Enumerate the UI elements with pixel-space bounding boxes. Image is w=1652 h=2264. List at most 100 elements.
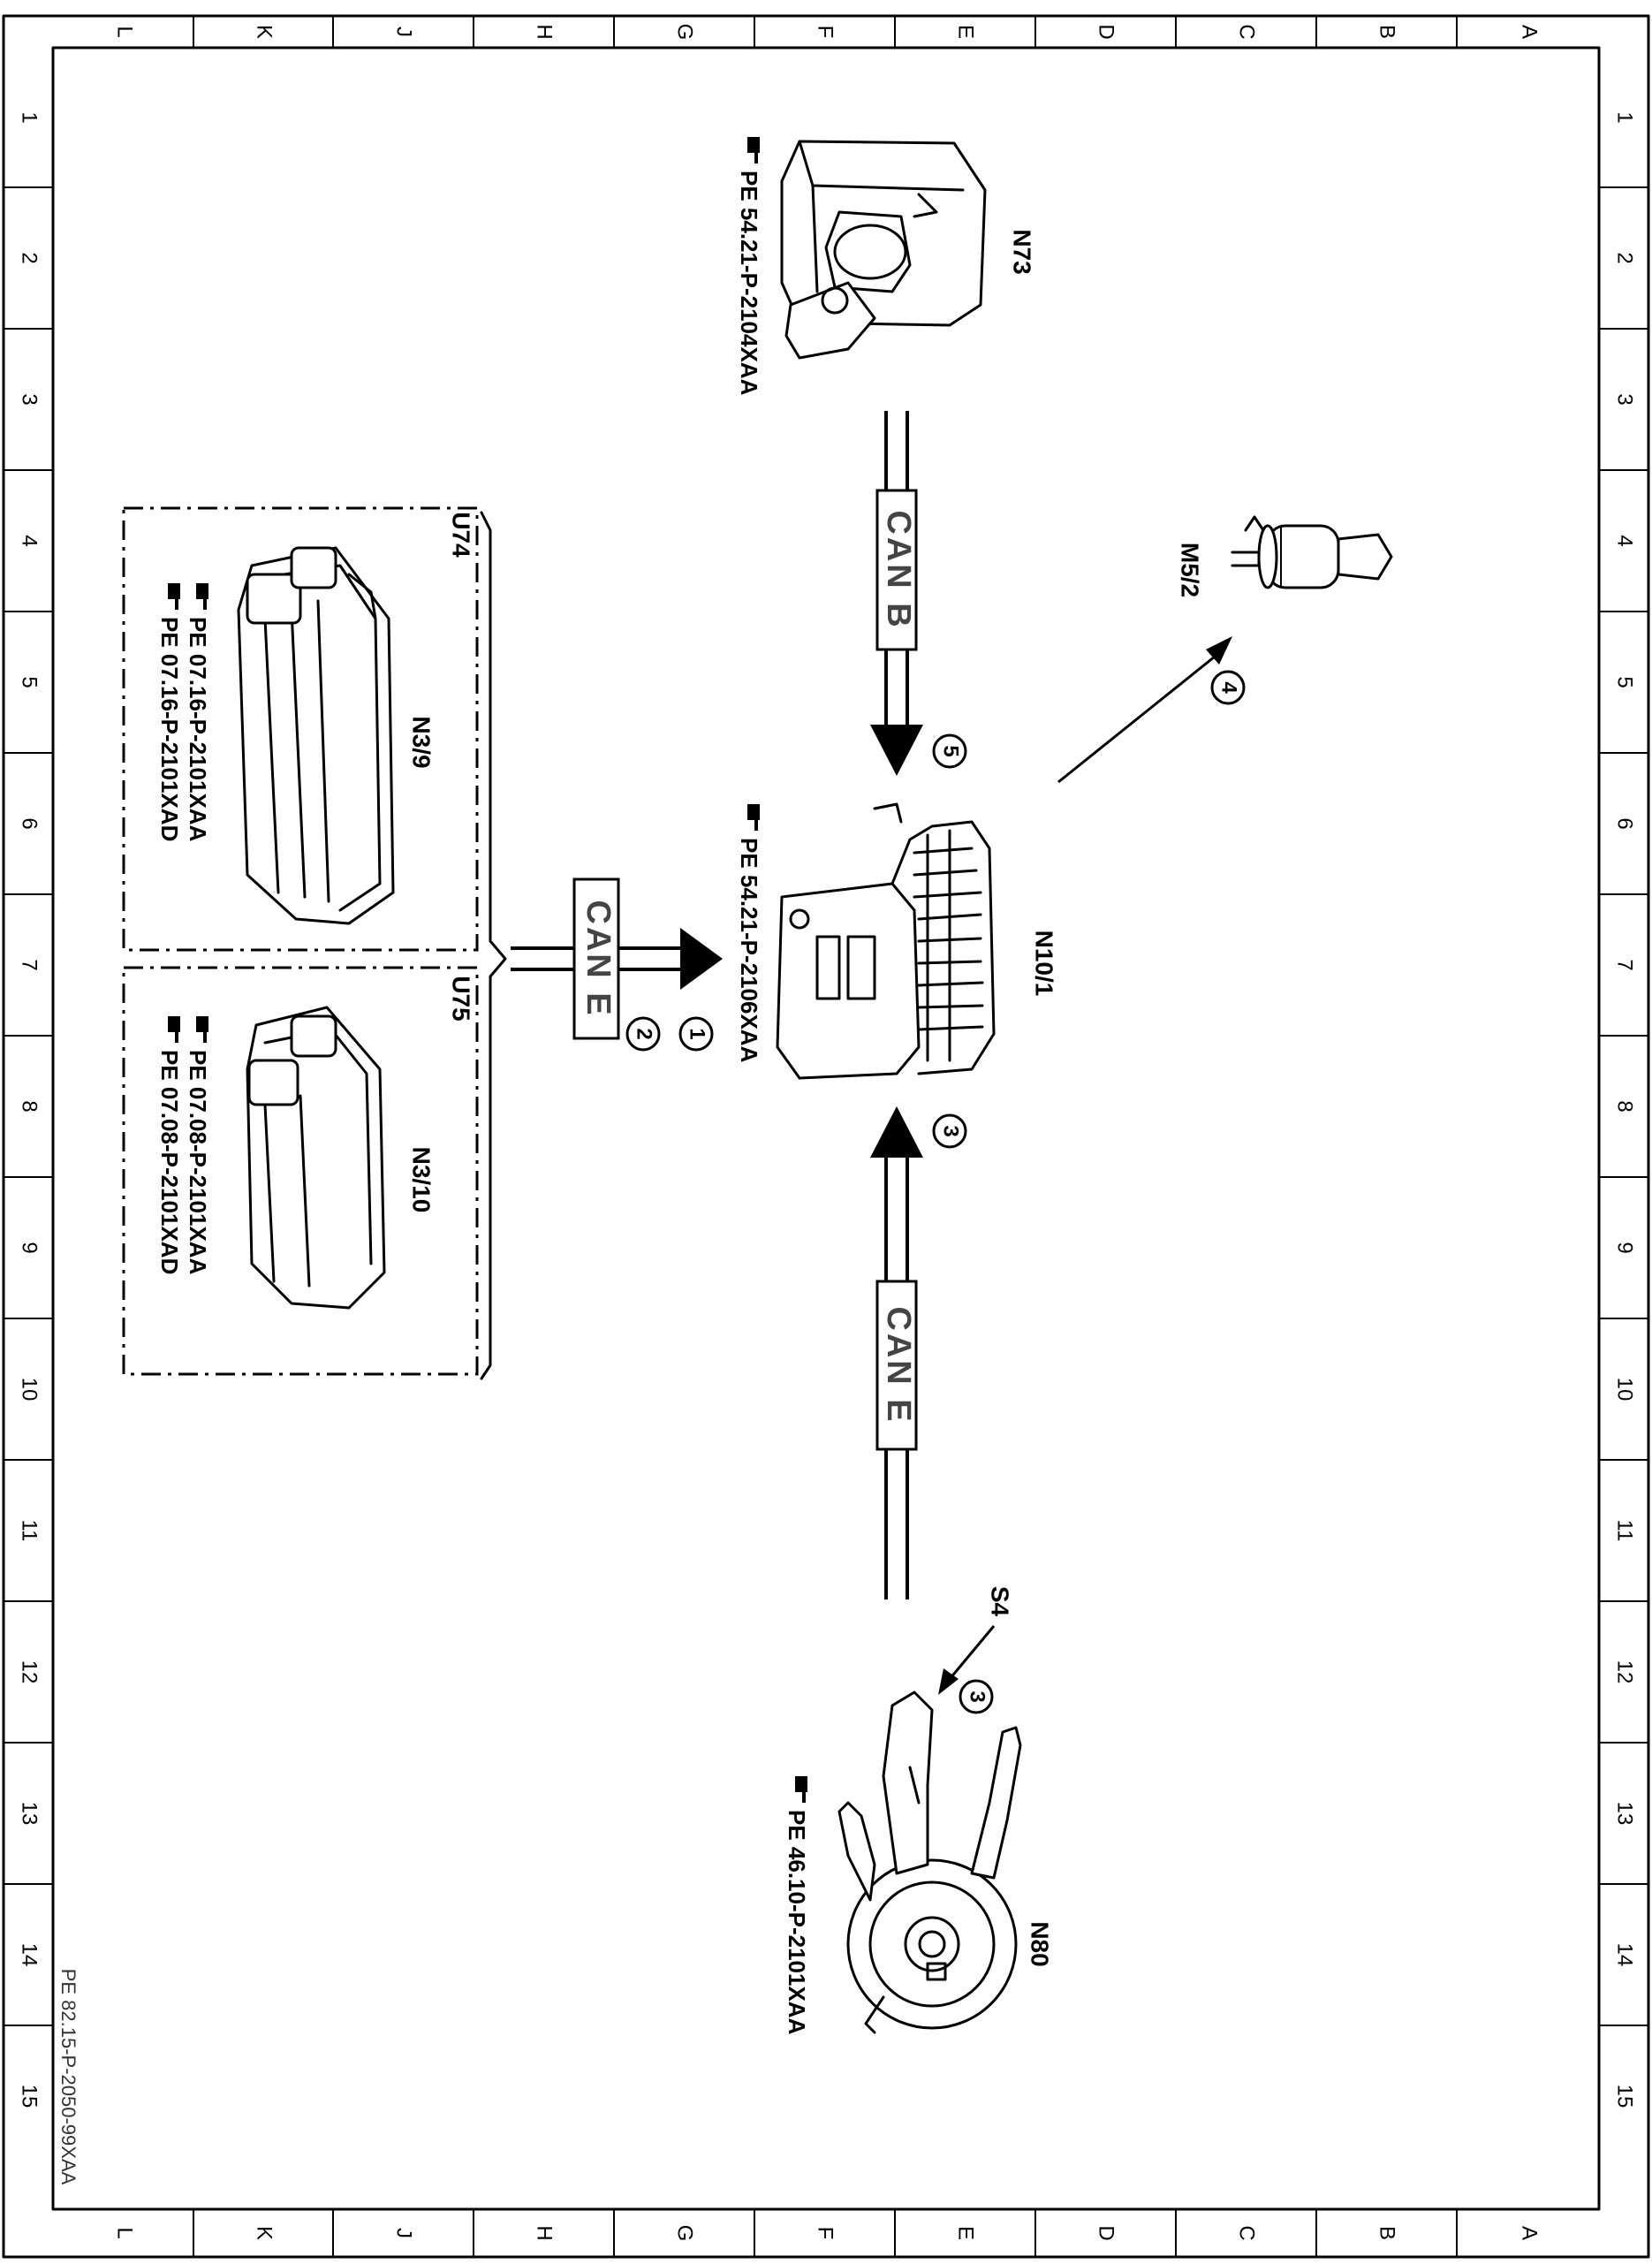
column-labels-bottom: L K J H G F E D C B A (113, 2225, 1542, 2242)
row-label: 13 (18, 1802, 42, 1826)
row-labels-left: 1 2 3 4 5 6 7 8 9 10 11 12 13 14 15 (18, 111, 42, 2108)
m5-2-actuator-drawing (1231, 515, 1393, 589)
u75-ref-2: PE 07.08-P-2101XAD (156, 1016, 183, 1274)
row-label: 7 (18, 959, 42, 970)
s4-arrow-line (948, 1625, 996, 1680)
step-number: 5 (939, 745, 963, 756)
step-number: 2 (633, 1028, 656, 1039)
u75-label: U75 (448, 976, 475, 1021)
col-label: A (1518, 2226, 1542, 2240)
col-label: J (392, 2228, 416, 2238)
n73-ref: PE 54.21-P-2104XAA (736, 137, 762, 396)
col-label: F (814, 2227, 837, 2240)
n73-label: N73 (1009, 229, 1036, 274)
s4-label: S4 (987, 1586, 1014, 1617)
row-label: 5 (1613, 676, 1637, 688)
u74-group-box (122, 506, 479, 952)
col-label: A (1518, 25, 1542, 39)
pointing-hand-icon (196, 1016, 208, 1043)
row-label: 9 (1613, 1242, 1637, 1253)
pointing-hand-icon (168, 583, 180, 610)
n3-10-ecu-drawing (246, 1006, 386, 1310)
document-id: PE 82.15-P-2050-99XAA (57, 1969, 80, 2185)
step-number: 4 (1217, 681, 1241, 694)
u74-label: U74 (448, 512, 475, 558)
row-label: 8 (1613, 1100, 1637, 1112)
n80-steering-column-module-drawing (837, 1690, 1022, 2034)
can-e-bottom-arrowhead (870, 1106, 923, 1158)
col-label: E (954, 25, 978, 39)
n10-1-module-drawing (776, 802, 996, 1080)
row-label: 4 (1613, 535, 1637, 546)
column-labels-top: L K J H G F E D C B A (113, 24, 1542, 41)
step-circle-5 (932, 733, 967, 769)
col-label: D (1095, 24, 1118, 39)
row-label: 14 (18, 1943, 42, 1967)
step-circle-3b (959, 1679, 994, 1714)
n3-9-label: N3/9 (408, 716, 436, 768)
row-label: 1 (18, 111, 42, 123)
can-e-left-arrowhead (680, 928, 723, 990)
can-b-label-box (875, 489, 918, 651)
n10-1-label: N10/1 (1031, 931, 1058, 997)
step-circle-3a (932, 1113, 967, 1149)
row-label: 7 (1613, 959, 1637, 970)
step-number: 3 (966, 1690, 989, 1702)
row-label: 2 (1613, 252, 1637, 263)
row-label: 5 (18, 676, 42, 688)
n80-ref: PE 46.10-P-2101XAA (784, 1776, 810, 2035)
step-circle-2 (625, 1016, 661, 1052)
row-label: 15 (18, 2085, 42, 2108)
row-label: 12 (1613, 1660, 1637, 1684)
m5-2-arrowhead (1206, 636, 1232, 665)
row-label: 12 (18, 1660, 42, 1684)
col-label: C (1235, 2225, 1259, 2240)
can-b-label: CAN B (880, 510, 917, 629)
row-label: 11 (1613, 1520, 1637, 1542)
u74-ref-1: PE 07.16-P-2101XAA (185, 583, 211, 842)
can-e-bottom-label: CAN E (880, 1306, 917, 1424)
can-e-bottom-label-box (875, 1280, 918, 1451)
step-number: 3 (939, 1125, 963, 1136)
col-label: C (1235, 24, 1259, 39)
row-label: 14 (1613, 1943, 1637, 1967)
step-circle-4 (1210, 670, 1246, 705)
u75-ref-1: PE 07.08-P-2101XAA (185, 1016, 211, 1275)
row-label: 3 (18, 393, 42, 405)
col-label: B (1375, 2226, 1399, 2240)
col-label: J (392, 27, 416, 37)
u75-reference-2: PE 07.08-P-2101XAD (156, 1050, 183, 1274)
row-label: 15 (1613, 2085, 1637, 2108)
can-e-left-label: CAN E (580, 900, 617, 1017)
row-label: 3 (1613, 393, 1637, 405)
col-label: H (533, 24, 557, 39)
u74-ref-2: PE 07.16-P-2101XAD (156, 583, 183, 841)
n73-reference: PE 54.21-P-2104XAA (736, 171, 762, 396)
step-circle-1 (678, 1016, 714, 1052)
step-number: 1 (686, 1028, 709, 1039)
pointing-hand-icon (168, 1016, 180, 1043)
col-label: E (954, 2226, 978, 2240)
u74-reference-1: PE 07.16-P-2101XAA (185, 617, 211, 842)
can-e-left-label-box (572, 877, 620, 1040)
s4-arrowhead (938, 1668, 959, 1695)
col-label: L (113, 2227, 137, 2238)
u75-group-box (122, 966, 479, 1376)
col-label: K (253, 2226, 277, 2240)
pointing-hand-icon (795, 1776, 807, 1803)
col-label: B (1375, 25, 1399, 39)
column-grid (193, 16, 1458, 2257)
pointing-hand-icon (196, 583, 208, 610)
col-label: K (253, 25, 277, 39)
row-label: 10 (1613, 1378, 1637, 1402)
row-label: 1 (1613, 111, 1637, 123)
n3-9-ecu-drawing (237, 546, 395, 925)
group-bracket (480, 511, 507, 1380)
u74-reference-2: PE 07.16-P-2101XAD (156, 617, 183, 841)
m5-2-arrow-line (1057, 648, 1224, 784)
col-label: G (673, 24, 697, 41)
col-label: F (814, 26, 837, 39)
col-label: H (533, 2225, 557, 2240)
